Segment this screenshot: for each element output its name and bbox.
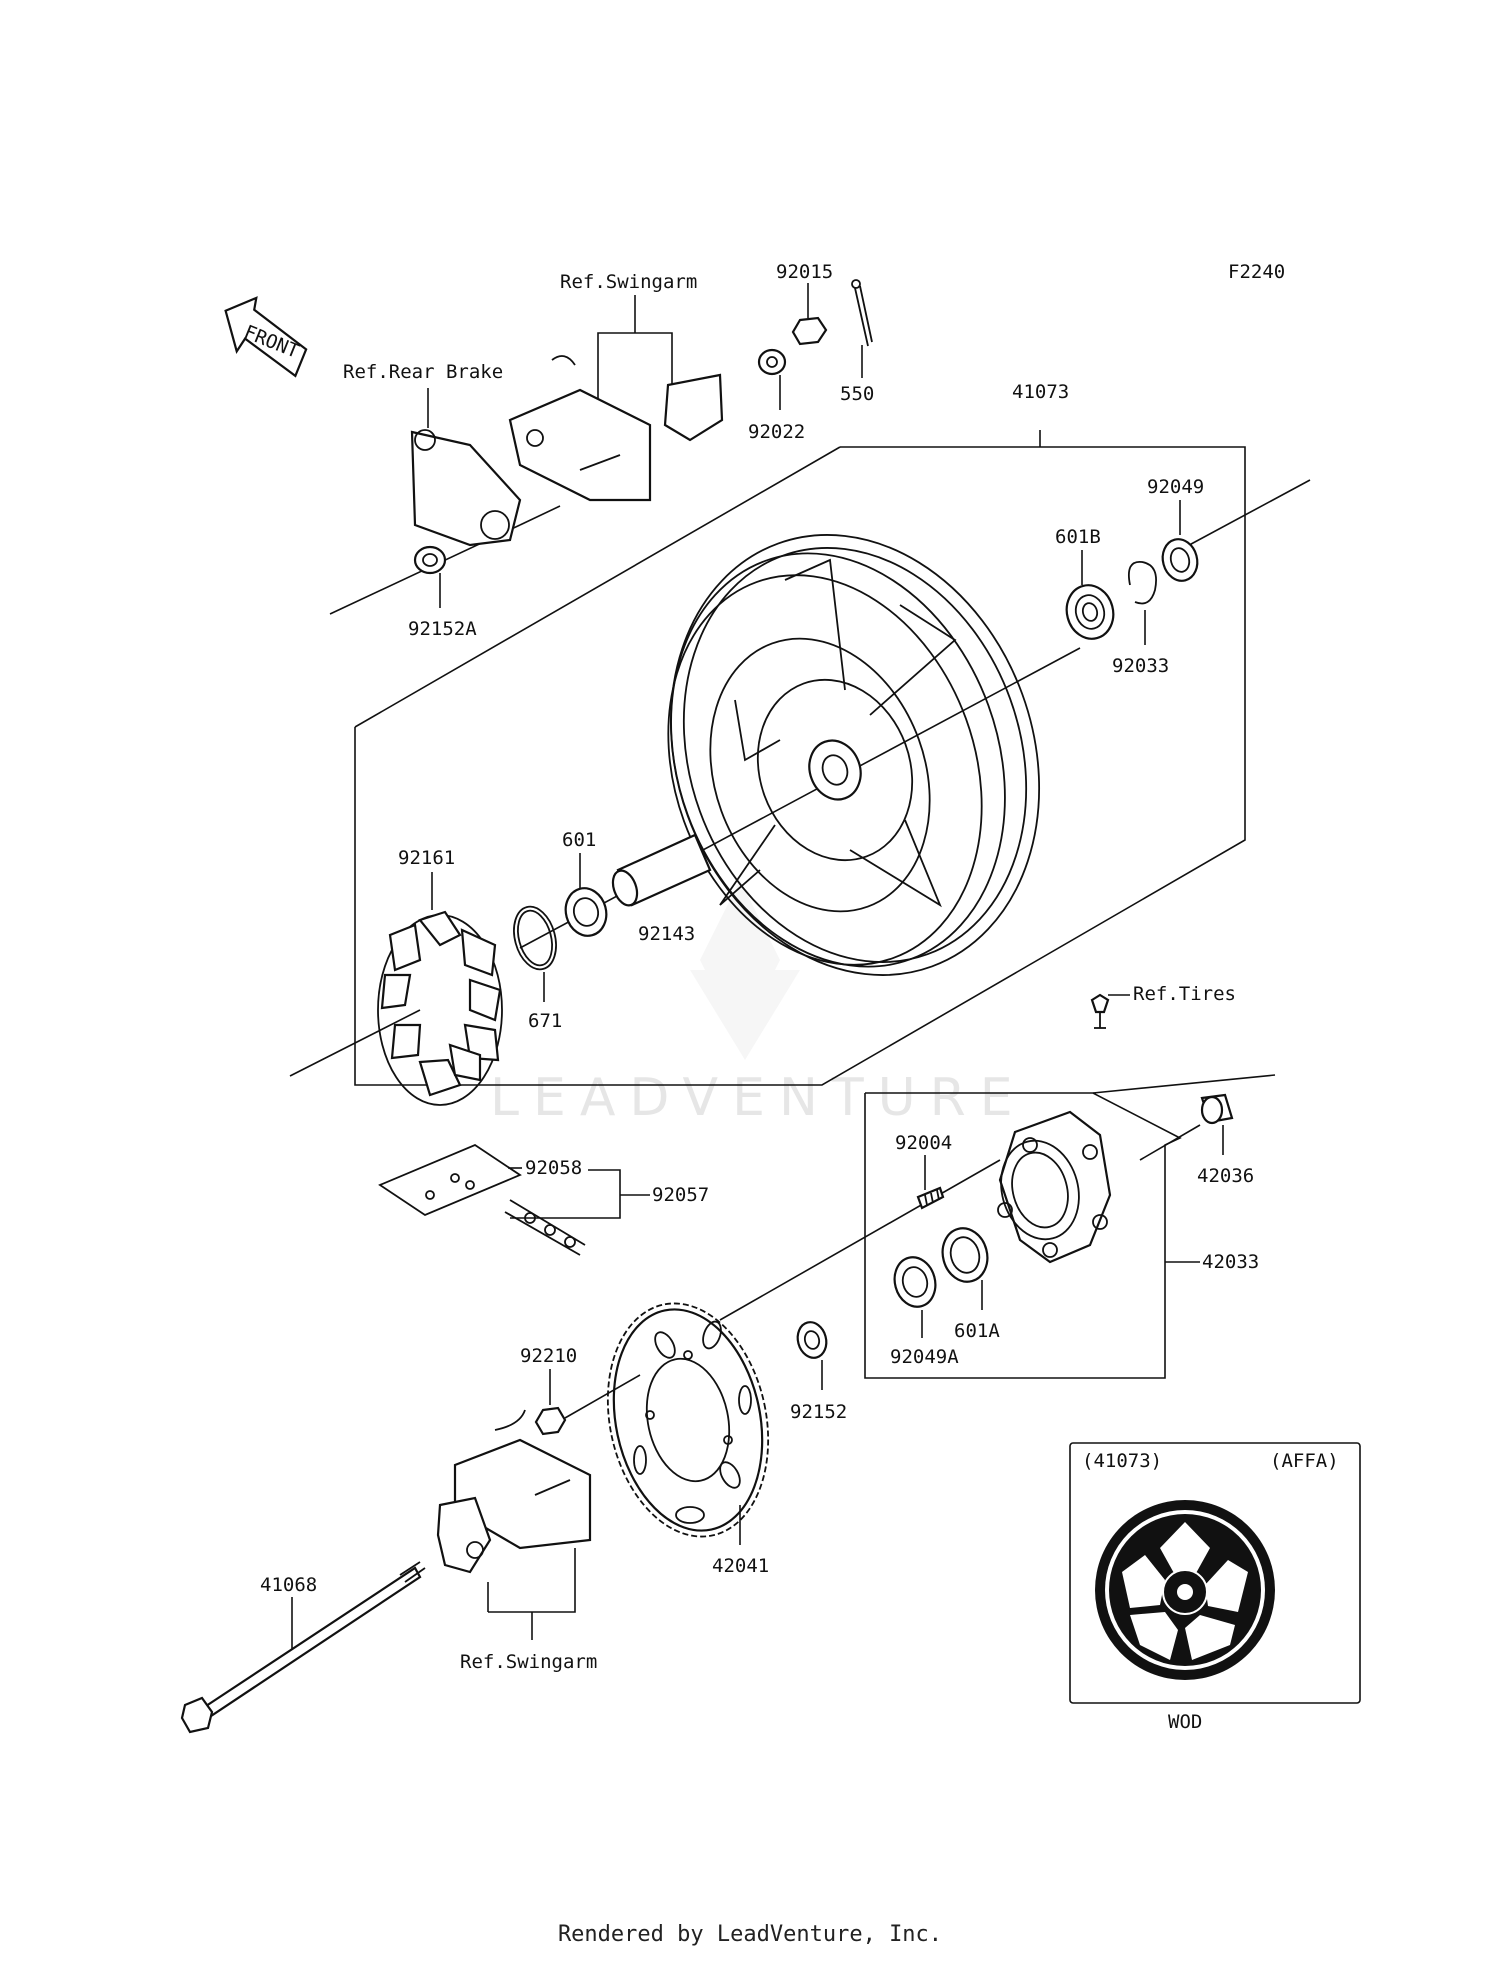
diagram-code: F2240 bbox=[1228, 261, 1285, 283]
inset-caption: WOD bbox=[1168, 1711, 1202, 1733]
part-label-550: 550 bbox=[840, 383, 874, 405]
part-label-42036: 42036 bbox=[1197, 1165, 1254, 1187]
part-label-601: 601 bbox=[562, 829, 596, 851]
rear-sprocket-coupling-42033 bbox=[997, 1110, 1112, 1264]
cotter-pin-550 bbox=[851, 279, 873, 347]
part-label-671: 671 bbox=[528, 1010, 562, 1032]
wheel-variant-icon bbox=[1095, 1500, 1275, 1680]
washer-92022 bbox=[757, 348, 787, 376]
stud-92004 bbox=[916, 1186, 945, 1210]
bearing-601B bbox=[1065, 584, 1115, 640]
collar-92152A bbox=[413, 545, 447, 575]
ref-swingarm-top: Ref.Swingarm bbox=[560, 271, 697, 293]
wheel-variant-inset bbox=[1069, 1442, 1361, 1704]
part-label-41073: 41073 bbox=[1012, 381, 1069, 403]
rear-axle-41068 bbox=[180, 1561, 426, 1734]
oil-seal-92049 bbox=[1161, 538, 1199, 582]
bearing-601A bbox=[941, 1227, 989, 1283]
swingarm-bracket-bottom bbox=[436, 1409, 592, 1574]
part-label-92161: 92161 bbox=[398, 847, 455, 869]
part-label-92004: 92004 bbox=[895, 1132, 952, 1154]
part-label-92058: 92058 bbox=[525, 1157, 582, 1179]
part-label-92152: 92152 bbox=[790, 1401, 847, 1423]
part-label-92210: 92210 bbox=[520, 1345, 577, 1367]
part-label-41068: 41068 bbox=[260, 1574, 317, 1596]
bearing-601 bbox=[564, 887, 608, 937]
part-label-92143: 92143 bbox=[638, 923, 695, 945]
o-ring-671 bbox=[513, 905, 557, 971]
front-arrow-icon: FRONT bbox=[224, 296, 308, 378]
part-label-92033: 92033 bbox=[1112, 655, 1169, 677]
swingarm-bracket-top bbox=[508, 355, 724, 502]
watermark-text: LEADVENTURE bbox=[490, 1068, 1027, 1128]
inset-color-code: (AFFA) bbox=[1270, 1450, 1339, 1472]
drive-chain-92057 bbox=[378, 1143, 586, 1256]
collar-92152 bbox=[796, 1321, 828, 1359]
nut-92210 bbox=[534, 1406, 567, 1436]
watermark-logo bbox=[690, 880, 800, 1060]
ref-swingarm-bottom: Ref.Swingarm bbox=[460, 1651, 597, 1673]
wheel-assembly-frame bbox=[354, 446, 1246, 1086]
rear-sprocket-42041 bbox=[606, 1302, 770, 1538]
nut-92015 bbox=[791, 316, 828, 346]
part-label-92049A: 92049A bbox=[890, 1346, 959, 1368]
collar-92143 bbox=[611, 833, 712, 907]
ref-rear-brake: Ref.Rear Brake bbox=[343, 361, 503, 383]
part-label-92022: 92022 bbox=[748, 421, 805, 443]
wheel-damper-92161 bbox=[377, 910, 503, 1106]
tire-valve-icon bbox=[1090, 993, 1110, 1029]
oil-seal-92049A bbox=[893, 1256, 937, 1308]
footer-credit: Rendered by LeadVenture, Inc. bbox=[557, 1922, 943, 1947]
part-label-601A: 601A bbox=[954, 1320, 1000, 1342]
part-label-92049: 92049 bbox=[1147, 476, 1204, 498]
part-label-42041: 42041 bbox=[712, 1555, 769, 1577]
rear-wheel-41073 bbox=[667, 534, 1041, 976]
part-label-92015: 92015 bbox=[776, 261, 833, 283]
part-label-601B: 601B bbox=[1055, 526, 1101, 548]
rear-brake-caliper-bracket bbox=[410, 429, 522, 547]
part-label-42033: 42033 bbox=[1202, 1251, 1259, 1273]
part-label-92152A: 92152A bbox=[408, 618, 477, 640]
ref-tires: Ref.Tires bbox=[1133, 983, 1236, 1005]
circlip-92033 bbox=[1127, 561, 1157, 605]
inset-part-ref: (41073) bbox=[1082, 1450, 1162, 1472]
part-label-92057: 92057 bbox=[652, 1184, 709, 1206]
collar-42036 bbox=[1200, 1093, 1234, 1125]
